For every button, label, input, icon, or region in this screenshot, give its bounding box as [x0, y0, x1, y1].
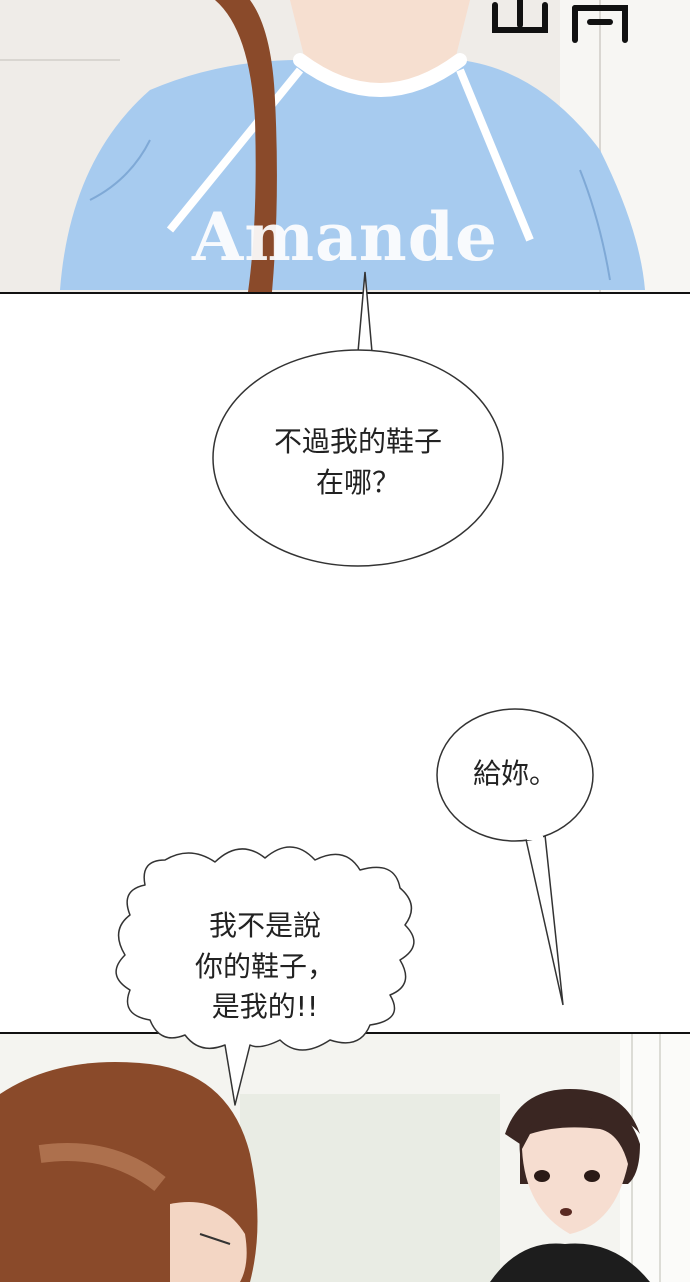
bubble-2-text: 給妳。: [472, 757, 557, 790]
bottom-panel: [0, 1032, 690, 1282]
speech-bubble-2-shape: [436, 708, 594, 1006]
speech-bubble-1-shape: [212, 271, 504, 567]
bubble-3-line-1: 我不是說: [208, 909, 321, 942]
speech-bubble-3-shape: [115, 846, 415, 1106]
bubble-1-line-2: 在哪？: [315, 465, 400, 499]
bubble-3-line-2: 你的鞋子，: [194, 949, 335, 983]
speech-bubble-1: 不過我的鞋子 在哪？: [228, 422, 488, 503]
top-panel: Amande 凸同: [0, 0, 690, 294]
shirt-print-text: Amande: [192, 198, 498, 276]
bubble-1-line-1: 不過我的鞋子: [273, 425, 442, 458]
speech-bubble-2: 給妳。: [460, 754, 570, 795]
bottom-panel-artwork: [0, 1034, 690, 1282]
bubble-3-line-3: 是我的!!: [211, 990, 319, 1024]
top-panel-artwork: [0, 0, 690, 292]
speech-bubble-3: 我不是說 你的鞋子， 是我的!!: [160, 906, 370, 1028]
